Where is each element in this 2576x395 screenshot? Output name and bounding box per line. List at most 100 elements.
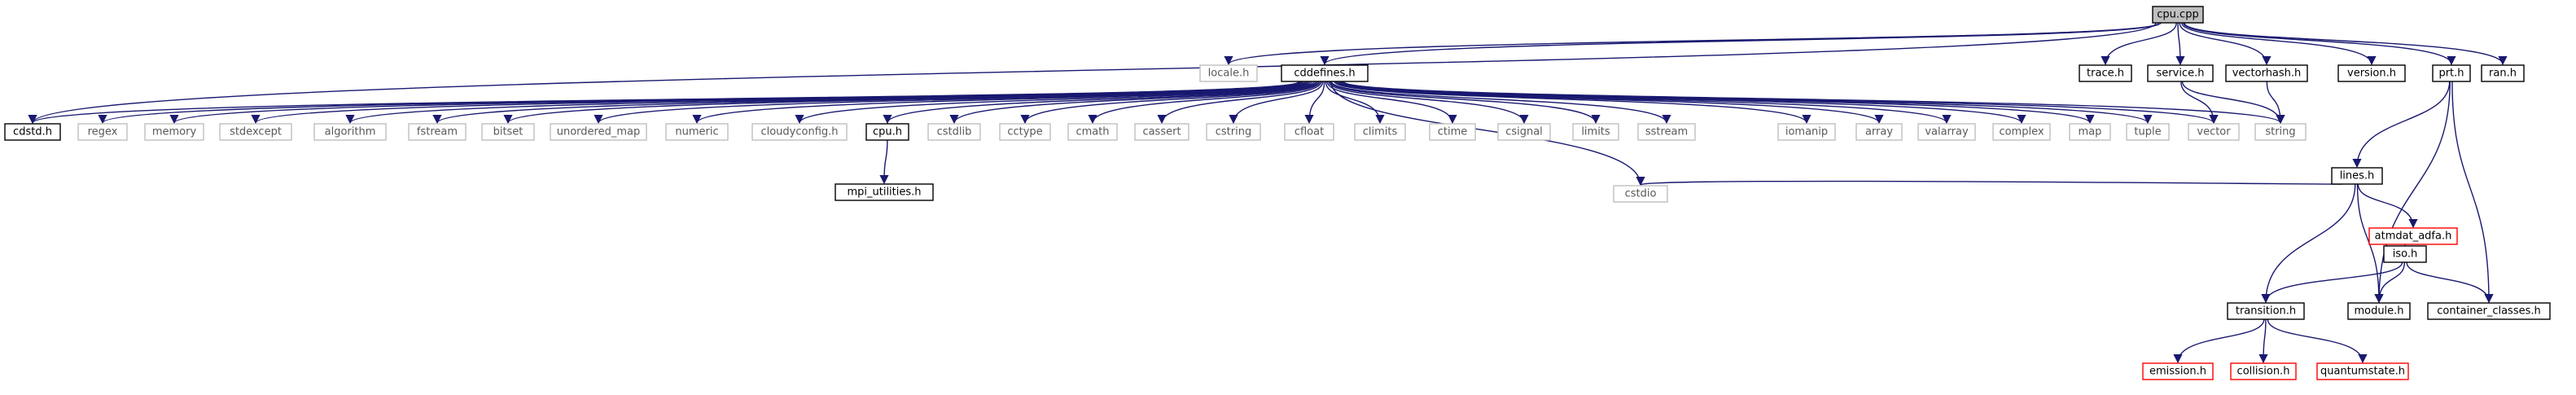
edge-lines-h-to-module-h [2356, 183, 2384, 304]
node-label: cfloat [1295, 126, 1324, 138]
node-service-h[interactable]: service.h [2147, 64, 2214, 82]
edge-line [28, 22, 2157, 125]
node-trace-h[interactable]: trace.h [2079, 64, 2132, 82]
node-box [2383, 245, 2427, 263]
edge-cddefines-h-to-string [1343, 81, 2285, 125]
edge-cddefines-h-to-cmath [1088, 81, 1321, 125]
edge-line [1020, 81, 1320, 125]
edge-line [2180, 81, 2219, 125]
node-iso-h[interactable]: iso.h [2383, 245, 2427, 263]
edge-line [1330, 81, 1645, 187]
node-label: regex [88, 126, 118, 138]
edge-line [2101, 22, 2177, 66]
edge-transition-h-to-quantumstate-h [2267, 318, 2368, 364]
edge-cpu-cpp-to-cdstd-h [28, 22, 2157, 125]
node-label: vectorhash.h [2232, 68, 2302, 80]
node-box [1917, 123, 1976, 141]
node-box [1284, 123, 1334, 141]
node-box [1067, 123, 1118, 141]
edge-line [2261, 261, 2403, 304]
edge-cddefines-h-to-cstring [1229, 81, 1324, 125]
node-label: algorithm [325, 126, 376, 138]
edge-service-h-to-vector [2180, 81, 2219, 125]
edge-line [2181, 81, 2285, 125]
edge-line [2173, 318, 2265, 364]
node-box [2331, 167, 2383, 185]
edge-cddefines-h-to-sstream [1330, 81, 1671, 125]
node-box [219, 123, 292, 141]
node-label: cddefines.h [1294, 68, 1355, 80]
node-box [1281, 64, 1369, 82]
edge-line [2261, 183, 2356, 304]
node-atmdat-adfa-h[interactable]: atmdat_adfa.h [2368, 227, 2458, 245]
edge-line [1328, 81, 1529, 125]
node-ran-h[interactable]: ran.h [2481, 64, 2525, 82]
node-label: collision.h [2237, 366, 2290, 378]
node-label: iomanip [1785, 126, 1828, 138]
node-label: trace.h [2087, 68, 2124, 80]
node-cdstd-h[interactable]: cdstd.h [4, 123, 61, 141]
node-label: cpu.h [873, 126, 902, 138]
edge-line [2267, 318, 2368, 364]
node-vectorhash-h[interactable]: vectorhash.h [2225, 64, 2308, 82]
node-cpu-h[interactable]: cpu.h [865, 123, 909, 141]
node-cloudyconfig-h: cloudyconfig.h [751, 123, 848, 141]
node-box [2142, 362, 2214, 380]
node-box [2337, 64, 2406, 82]
edge-line [594, 81, 1311, 125]
node-label: map [2079, 126, 2102, 138]
node-lines-h[interactable]: lines.h [2331, 167, 2383, 185]
node-box [1613, 185, 1668, 203]
node-emission-h[interactable]: emission.h [2142, 362, 2214, 380]
node-prt-h[interactable]: prt.h [2432, 64, 2471, 82]
edge-line [1304, 81, 1325, 125]
edge-line [1330, 81, 1671, 125]
node-box [1429, 123, 1476, 141]
node-label: locale.h [1208, 68, 1250, 80]
node-label: valarray [1925, 126, 1969, 138]
edge-cddefines-h-to-cloudyconfig-h [795, 81, 1315, 125]
node-collision-h[interactable]: collision.h [2230, 362, 2297, 380]
edge-lines-h-to-atmdat-adfa-h [2357, 183, 2418, 229]
edge-cddefines-h-to-climits [1325, 81, 1385, 125]
node-version-h[interactable]: version.h [2337, 64, 2406, 82]
edge-cddefines-h-to-cassert [1157, 81, 1322, 125]
node-cpu-cpp[interactable]: cpu.cpp [2152, 6, 2204, 24]
edge-cpu-cpp-to-trace-h [2101, 22, 2177, 66]
node-iomanip: iomanip [1777, 123, 1836, 141]
node-label: cloudyconfig.h [760, 126, 838, 138]
node-box [4, 123, 61, 141]
node-cstdlib: cstdlib [927, 123, 981, 141]
edge-iso-h-to-transition-h [2261, 261, 2403, 304]
node-transition-h[interactable]: transition.h [2227, 302, 2305, 320]
edge-line [2374, 261, 2406, 304]
edge-cpu-cpp-to-locale-h [1224, 22, 2160, 66]
node-box [927, 123, 981, 141]
edge-line [2374, 81, 2451, 304]
edge-transition-h-to-emission-h [2173, 318, 2265, 364]
edge-cddefines-h-to-limits [1329, 81, 1601, 125]
node-csignal: csignal [1497, 123, 1551, 141]
node-box [2126, 123, 2170, 141]
edge-cpu-cpp-to-cddefines-h [1320, 22, 2162, 66]
node-label: cpu.cpp [2157, 9, 2198, 21]
node-label: service.h [2157, 68, 2205, 80]
node-label: csignal [1505, 126, 1543, 138]
node-quantumstate-h[interactable]: quantumstate.h [2316, 362, 2409, 380]
node-unordered-map: unordered_map [550, 123, 647, 141]
node-module-h[interactable]: module.h [2347, 302, 2411, 320]
edge-line [1224, 22, 2160, 66]
edge-line [1088, 81, 1321, 125]
node-ctime: ctime [1429, 123, 1476, 141]
edge-line [2266, 81, 2285, 125]
node-cddefines-h[interactable]: cddefines.h [1281, 64, 1369, 82]
node-mpi-utilities-h[interactable]: mpi_utilities.h [835, 183, 934, 201]
edge-line [879, 139, 889, 185]
node-container-classes-h[interactable]: container_classes.h [2427, 302, 2551, 320]
node-box [835, 183, 934, 201]
edge-line [1336, 81, 1952, 125]
node-box [2481, 64, 2525, 82]
node-cctype: cctype [999, 123, 1051, 141]
node-label: numeric [675, 126, 718, 138]
node-tuple: tuple [2126, 123, 2170, 141]
